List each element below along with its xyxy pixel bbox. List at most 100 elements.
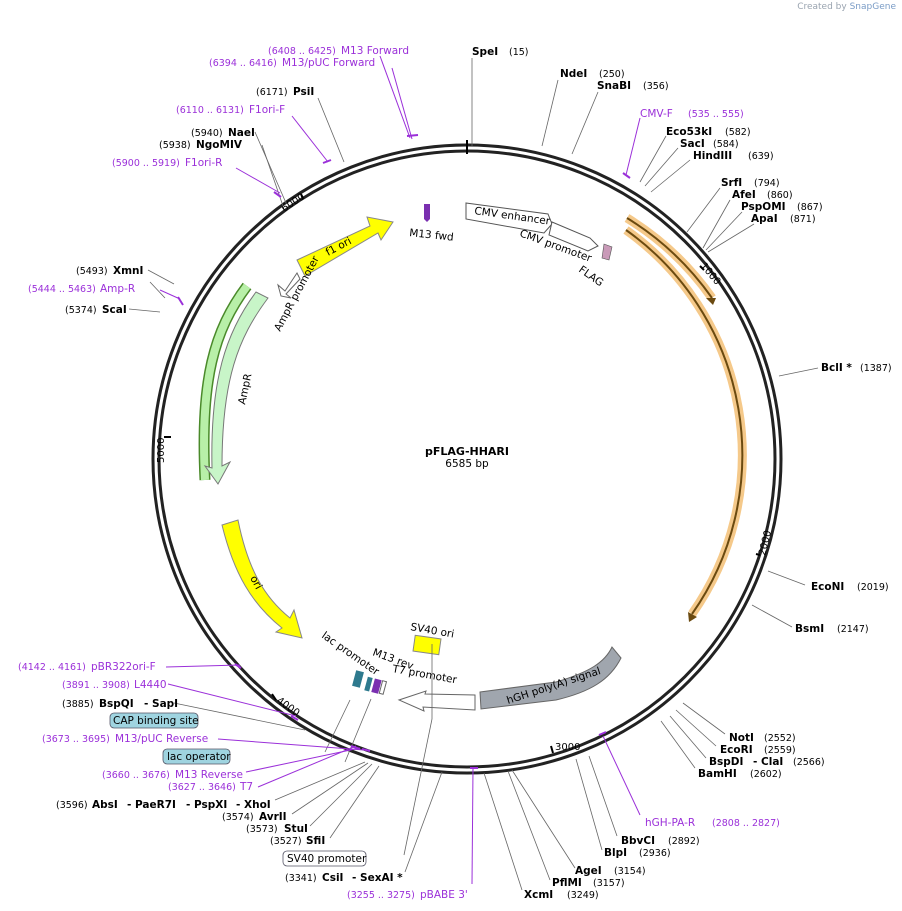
svg-text:(4142 .. 4161): (4142 .. 4161) [18,662,86,673]
svg-text:(3157): (3157) [593,878,625,889]
orf-arc [623,214,747,622]
svg-text:(582): (582) [725,127,751,138]
svg-text:- ClaI: - ClaI [753,756,783,768]
ampr-promoter-feature: AmpR promoter [272,254,322,334]
svg-text:(535 .. 555): (535 .. 555) [688,109,744,120]
enzyme-NaeI: NaeI [228,127,255,139]
enzyme-labels: SpeI (15) NdeI (250) SnaBI (356) Eco53kI… [56,46,892,901]
svg-text:(3891 .. 3908): (3891 .. 3908) [62,680,130,691]
ori-label: ori [247,574,264,592]
enzyme-ApaI: ApaI [751,213,778,225]
t7-promoter-label: T7 promoter [390,663,458,686]
ampr-feature: AmpR [198,282,269,485]
enzyme-SnaBI: SnaBI [597,80,631,92]
enzyme-BbvCI: BbvCI [621,835,655,847]
enzyme-SpeI: SpeI [472,46,498,58]
primer-Amp-R: Amp-R [100,283,135,295]
enzyme-EcoRI: EcoRI [720,744,753,756]
svg-text:(3673 .. 3695): (3673 .. 3695) [42,734,110,745]
svg-text:(5900 .. 5919): (5900 .. 5919) [112,158,180,169]
svg-text:- PspXI: - PspXI [186,799,227,811]
enzyme-PspOMI: PspOMI [741,201,786,213]
enzyme-BlpI: BlpI [604,847,627,859]
flag-label: FLAG [576,264,605,289]
svg-text:(2019): (2019) [857,582,889,593]
boxed-labels: CAP binding site lac operator SV40 promo… [109,712,367,867]
enzyme-Eco53kI: Eco53kI [666,126,712,138]
enzyme-XcmI: XcmI [524,889,553,901]
svg-text:(3574): (3574) [222,812,254,823]
coordinate-ticks: 1000 2000 3000 4000 5000 6000 [156,191,774,754]
enzyme-AfeI: AfeI [732,189,756,201]
cap-binding-site-box [109,712,199,729]
svg-text:(3573): (3573) [246,824,278,835]
svg-text:(584): (584) [713,139,739,150]
svg-text:(5444 .. 5463): (5444 .. 5463) [28,284,96,295]
primer-T7: T7 [239,781,253,793]
svg-text:(3596): (3596) [56,800,88,811]
svg-text:(3660 .. 3676): (3660 .. 3676) [102,770,170,781]
svg-text:(2559): (2559) [764,745,796,756]
svg-text:(3249): (3249) [567,890,599,901]
svg-text:(5493): (5493) [76,266,108,277]
plasmid-length: 6585 bp [445,458,489,470]
primer-M13pUC-Forward: M13/pUC Forward [282,57,375,69]
enzyme-AgeI: AgeI [575,865,602,877]
primer-M13pUC-Reverse: M13/pUC Reverse [115,733,208,745]
svg-text:(5938): (5938) [159,140,191,151]
enzyme-PsiI: PsiI [293,86,314,98]
svg-text:(3885): (3885) [62,699,94,710]
enzyme-BsmI: BsmI [795,623,824,635]
enzyme-XmnI: XmnI [113,265,143,277]
svg-text:(2147): (2147) [837,624,869,635]
m13-fwd-label: M13 fwd [409,227,455,244]
svg-text:- SapI: - SapI [144,698,178,710]
snapgene-logo: SnapGene [849,2,896,12]
svg-text:(794): (794) [754,178,780,189]
hgh-feature: hGH poly(A) signal [479,646,622,710]
enzyme-EcoNI: EcoNI [811,581,844,593]
tick-3000: 3000 [555,742,580,753]
tick-2000: 2000 [757,529,774,556]
primer-marks [177,134,631,769]
enzyme-BclI: BclI * [821,362,852,374]
cmv-feature: CMV enhancer CMV promoter FLAG [465,202,613,289]
svg-text:(2566): (2566) [793,757,825,768]
svg-text:(3627 .. 3646): (3627 .. 3646) [168,782,236,793]
svg-text:(1387): (1387) [860,363,892,374]
svg-text:(2808 .. 2827): (2808 .. 2827) [712,818,780,829]
primer-M13-Reverse: M13 Reverse [175,769,243,781]
enzyme-BspDI: BspDI [709,756,743,768]
sv40-promoter-box [282,850,367,867]
svg-text:(5374): (5374) [65,305,97,316]
svg-text:(2602): (2602) [750,769,782,780]
svg-text:(867): (867) [797,202,823,213]
primer-hGH-PA-R: hGH-PA-R [645,817,695,829]
sv40-promoter-label: SV40 promoter [287,853,367,865]
enzyme-NotI: NotI [729,732,754,744]
svg-text:(3255 .. 3275): (3255 .. 3275) [347,890,415,901]
enzyme-StuI: StuI [284,823,308,835]
svg-text:(6408 .. 6425): (6408 .. 6425) [268,46,336,57]
svg-text:- SexAI *: - SexAI * [352,872,403,884]
svg-text:(2552): (2552) [764,733,796,744]
enzyme-SacI: SacI [680,138,705,150]
svg-text:(6171): (6171) [256,87,288,98]
primer-F1ori-F: F1ori-F [249,104,285,116]
primer-F1ori-R: F1ori-R [185,157,222,169]
enzyme-BamHI: BamHI [698,768,737,780]
svg-text:- XhoI: - XhoI [236,799,271,811]
leader-lines [128,58,819,891]
svg-text:(639): (639) [748,151,774,162]
enzyme-SfiI: SfiI [306,835,325,847]
enzyme-ScaI: ScaI [102,304,127,316]
enzyme-BspQI: BspQI [99,698,134,710]
svg-text:(3341): (3341) [285,873,317,884]
primer-L4440: L4440 [134,679,167,691]
svg-text:(6110 .. 6131): (6110 .. 6131) [176,105,244,116]
enzyme-CsiI: CsiI [322,872,343,884]
svg-text:(6394 .. 6416): (6394 .. 6416) [209,58,277,69]
svg-text:(250): (250) [599,69,625,80]
sv40-ori-feature: SV40 ori [409,621,455,656]
ampr-promoter-label: AmpR promoter [272,254,322,334]
